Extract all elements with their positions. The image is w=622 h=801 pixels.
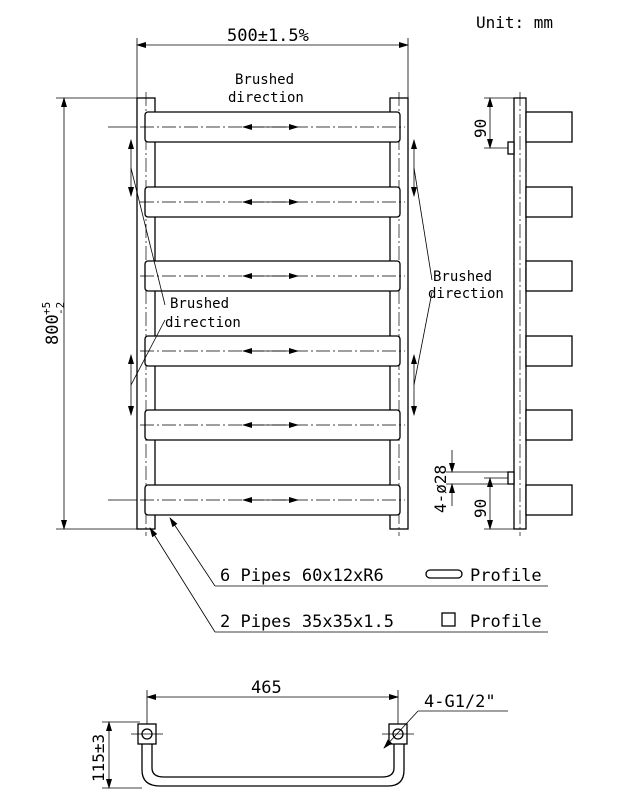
square-pipes-label: 2 Pipes 35x35x1.5 — [220, 612, 394, 632]
horizontal-pipes — [144, 111, 401, 516]
side-dim-top: 90 — [471, 119, 490, 138]
unit-label: Unit: mm — [476, 13, 553, 32]
side-dim-bottom: 90 — [471, 499, 490, 518]
brushed-label-top: direction — [228, 90, 304, 106]
bottom-depth-dimension: 115±3 — [89, 734, 108, 782]
brushed-label-top: Brushed — [235, 72, 294, 88]
bottom-view: 465 4-G1/2" 115±3 — [89, 678, 508, 789]
brushed-label-left: Brushed — [170, 296, 229, 312]
brushed-label-right: Brushed — [433, 269, 492, 285]
svg-text:-2: -2 — [54, 302, 67, 315]
height-dimension: 800 +5 -2 — [40, 302, 67, 345]
square-profile-icon — [441, 612, 456, 627]
side-view: 90 90 4-ø28 — [431, 92, 573, 536]
svg-text:+5: +5 — [40, 302, 53, 315]
oval-profile-icon — [425, 569, 463, 579]
flat-pipes-profile: Profile — [470, 566, 542, 586]
width-dimension: 500±1.5% — [227, 26, 309, 46]
bottom-width-dimension: 465 — [251, 678, 282, 698]
square-pipes-profile: Profile — [470, 612, 542, 632]
front-view: 500±1.5% 800 +5 -2 — [40, 26, 504, 536]
brushed-direction-arrows — [242, 124, 299, 503]
side-pipe-ends — [525, 111, 573, 516]
connection-label: 4-G1/2" — [424, 692, 496, 712]
flat-pipes-label: 6 Pipes 60x12xR6 — [220, 566, 384, 586]
brushed-label-right: direction — [428, 286, 504, 302]
svg-text:800: 800 — [43, 314, 63, 345]
profile-callouts: 6 Pipes 60x12xR6 Profile 2 Pipes 35x35x1… — [149, 517, 548, 633]
hole-dimension: 4-ø28 — [431, 465, 450, 513]
brushed-label-left: direction — [165, 315, 241, 331]
